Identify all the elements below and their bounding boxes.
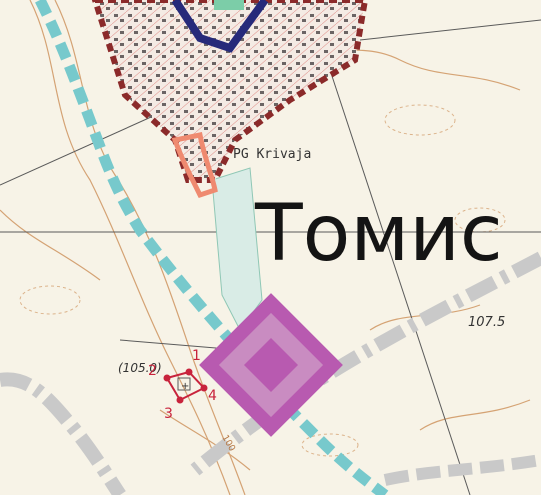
parcel-label-4: 4 xyxy=(208,388,217,404)
svg-text:+: + xyxy=(181,381,189,392)
parcel-label-2: 2 xyxy=(148,363,157,379)
parcel-label-1: 1 xyxy=(192,348,201,364)
parcel-vertex-3 xyxy=(176,396,184,404)
settlement-zone xyxy=(91,0,369,183)
parcel-vertex-4 xyxy=(200,384,208,392)
navy-zone-border xyxy=(171,0,269,53)
place-label: PG Krivaja xyxy=(233,147,311,162)
gray-corridor-east xyxy=(190,251,541,476)
parcel-vertex-2 xyxy=(163,374,171,382)
spot-height-main: 107.5 xyxy=(468,315,505,330)
gray-corridor-west xyxy=(0,372,126,495)
blue-corridor xyxy=(35,0,389,495)
orange-boundary xyxy=(171,132,218,199)
gray-corridor-south xyxy=(383,454,541,486)
spot-height-point: (105.0) xyxy=(118,361,162,375)
parcel-polygon[interactable]: + xyxy=(163,368,208,404)
overlay-title: Томис xyxy=(254,189,503,279)
green-patch xyxy=(214,0,244,10)
diamond-marker[interactable] xyxy=(199,293,343,437)
depression-contours xyxy=(19,104,506,457)
parcel-vertex-1 xyxy=(185,368,193,376)
parcel-label-3: 3 xyxy=(164,406,173,422)
